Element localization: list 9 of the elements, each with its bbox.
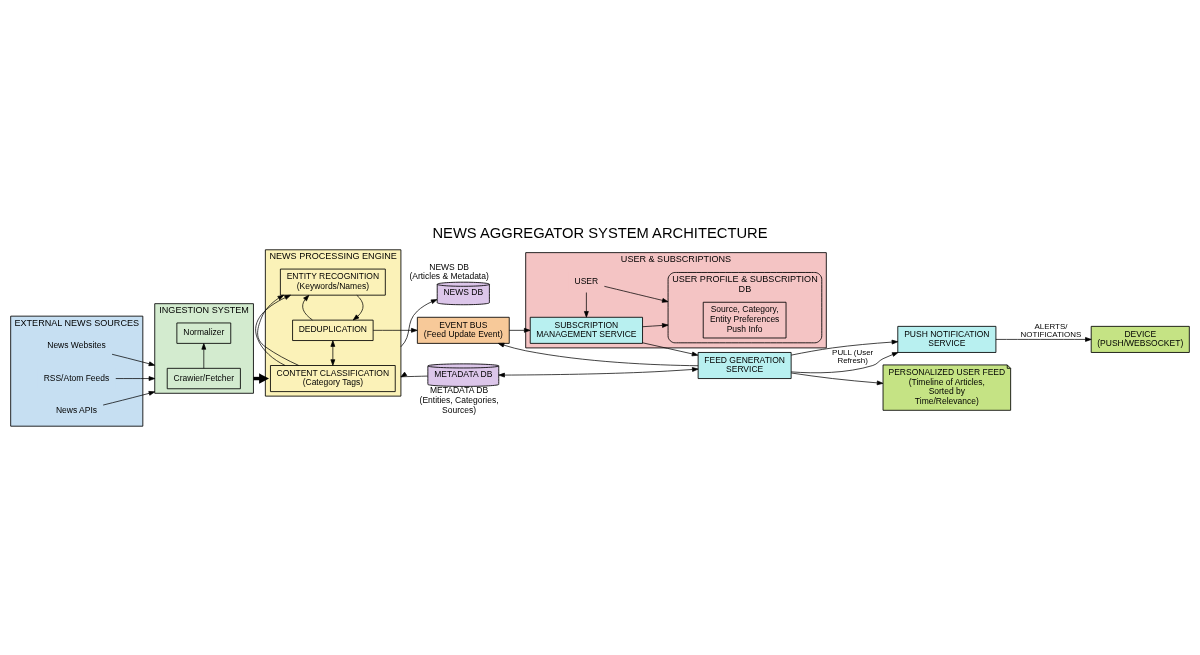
node-text: News APIs [55,405,98,416]
diagram-title: NEWS AGGREGATOR SYSTEM ARCHITECTURE [432,225,768,242]
node-text: RSS/Atom Feeds [43,372,110,383]
node-label: METADATA DB [430,385,489,396]
node-text: USER [574,276,599,287]
node-label: NEWS DB [429,261,469,272]
node-text: News Websites [47,339,106,350]
node-label: (Articles & Metadata) [409,271,489,282]
node-label: (Entities, Categories, Sources) [419,394,499,415]
